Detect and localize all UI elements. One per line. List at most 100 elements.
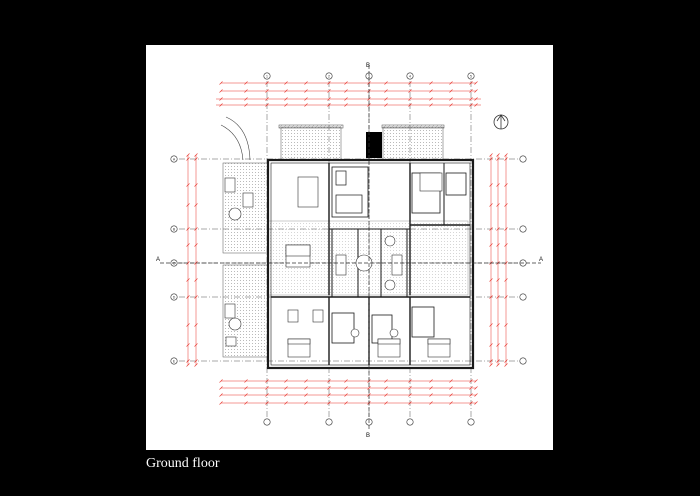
svg-text:4: 4 bbox=[409, 74, 411, 78]
dimension-tick bbox=[469, 103, 473, 107]
dimension-tick bbox=[384, 103, 388, 107]
dimension-tick bbox=[327, 89, 331, 93]
dimension-tick bbox=[504, 343, 508, 347]
dimension-tick bbox=[186, 227, 190, 231]
dimension-tick bbox=[186, 295, 190, 299]
dimension-tick bbox=[194, 243, 198, 247]
dimension-tick bbox=[504, 323, 508, 327]
dimension-tick bbox=[194, 295, 198, 299]
dimension-tick bbox=[284, 379, 288, 383]
dimension-tick bbox=[284, 89, 288, 93]
dimension-tick bbox=[384, 386, 388, 390]
dimension-tick bbox=[265, 379, 269, 383]
dimension-tick bbox=[384, 379, 388, 383]
dimension-tick bbox=[489, 243, 493, 247]
dimension-tick bbox=[186, 323, 190, 327]
dimension-tick bbox=[194, 363, 198, 367]
dimension-tick bbox=[489, 363, 493, 367]
dimension-tick bbox=[304, 393, 308, 397]
dimension-tick bbox=[429, 401, 433, 405]
dimension-tick bbox=[449, 81, 453, 85]
dimension-tick bbox=[496, 323, 500, 327]
dimension-tick bbox=[384, 393, 388, 397]
dimension-tick bbox=[474, 81, 478, 85]
dimension-tick bbox=[408, 386, 412, 390]
dimension-tick bbox=[327, 386, 331, 390]
dimension-tick bbox=[469, 379, 473, 383]
dimension-tick bbox=[496, 363, 500, 367]
dimension-tick bbox=[284, 81, 288, 85]
dimension-tick bbox=[304, 386, 308, 390]
dimension-tick bbox=[219, 97, 223, 101]
dimension-tick bbox=[489, 227, 493, 231]
svg-text:5: 5 bbox=[470, 74, 472, 78]
dimension-tick bbox=[194, 343, 198, 347]
dimension-tick bbox=[449, 401, 453, 405]
dimension-tick bbox=[489, 359, 493, 363]
dimension-tick bbox=[496, 157, 500, 161]
dimension-tick bbox=[327, 401, 331, 405]
dimension-tick bbox=[186, 157, 190, 161]
dimension-tick bbox=[496, 343, 500, 347]
dimension-tick bbox=[449, 89, 453, 93]
dimension-tick bbox=[429, 379, 433, 383]
dimension-tick bbox=[304, 401, 308, 405]
dimension-tick bbox=[469, 386, 473, 390]
dimension-tick bbox=[327, 103, 331, 107]
dimension-tick bbox=[504, 278, 508, 282]
dimension-tick bbox=[219, 393, 223, 397]
dimension-tick bbox=[449, 97, 453, 101]
dimension-tick bbox=[449, 379, 453, 383]
dimension-tick bbox=[344, 393, 348, 397]
dimension-tick bbox=[265, 81, 269, 85]
dimension-tick bbox=[504, 227, 508, 231]
dimension-tick bbox=[469, 89, 473, 93]
dimension-tick bbox=[504, 363, 508, 367]
svg-text:1: 1 bbox=[266, 74, 268, 78]
dimension-tick bbox=[244, 379, 248, 383]
dimension-tick bbox=[304, 97, 308, 101]
dimension-tick bbox=[496, 359, 500, 363]
dimension-tick bbox=[244, 401, 248, 405]
dimension-tick bbox=[344, 103, 348, 107]
dimension-tick bbox=[384, 97, 388, 101]
svg-text:2: 2 bbox=[328, 74, 330, 78]
dimension-tick bbox=[504, 183, 508, 187]
dimension-tick bbox=[504, 203, 508, 207]
dimension-tick bbox=[327, 393, 331, 397]
dimension-tick bbox=[327, 379, 331, 383]
dimension-tick bbox=[489, 157, 493, 161]
dimension-tick bbox=[504, 359, 508, 363]
dimension-tick bbox=[408, 89, 412, 93]
dimension-tick bbox=[384, 89, 388, 93]
dimension-tick bbox=[504, 157, 508, 161]
svg-text:A: A bbox=[156, 257, 160, 263]
dimension-tick bbox=[344, 89, 348, 93]
dimension-tick bbox=[304, 103, 308, 107]
dimension-tick bbox=[474, 103, 478, 107]
dimension-tick bbox=[327, 97, 331, 101]
dimension-tick bbox=[186, 243, 190, 247]
dimension-tick bbox=[496, 243, 500, 247]
floor-plan: 1 2 3 4 5 A B C D E bbox=[156, 63, 543, 439]
upper-walls bbox=[278, 124, 445, 129]
dimension-tick bbox=[265, 97, 269, 101]
dimension-tick bbox=[219, 379, 223, 383]
dimension-tick bbox=[194, 359, 198, 363]
dimension-tick bbox=[244, 103, 248, 107]
dimension-tick bbox=[265, 103, 269, 107]
dimension-tick bbox=[429, 393, 433, 397]
dimension-tick bbox=[327, 81, 331, 85]
svg-text:A: A bbox=[173, 157, 176, 161]
dimension-tick bbox=[194, 227, 198, 231]
dimension-lines bbox=[187, 82, 507, 404]
dimension-tick bbox=[344, 401, 348, 405]
dimension-tick bbox=[496, 153, 500, 157]
svg-text:A: A bbox=[539, 257, 543, 263]
dimension-tick bbox=[265, 89, 269, 93]
dimension-tick bbox=[244, 386, 248, 390]
dimension-tick bbox=[219, 81, 223, 85]
dimension-tick bbox=[186, 153, 190, 157]
garden-path bbox=[220, 124, 244, 161]
dimension-tick bbox=[429, 97, 433, 101]
